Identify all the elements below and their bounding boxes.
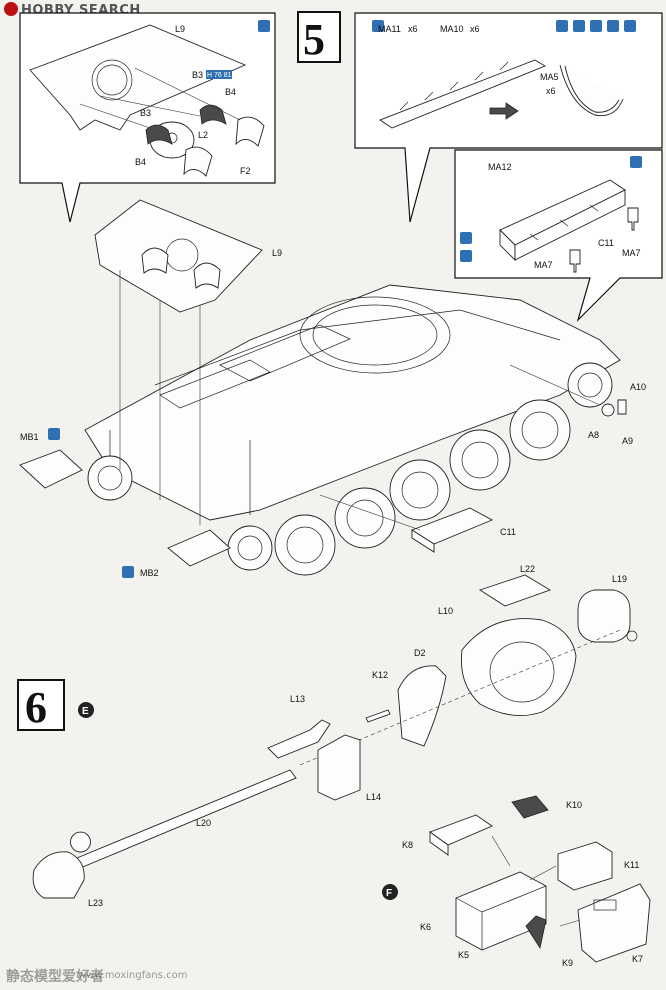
label-mb2: MB2 [140,568,159,578]
label-l23: L23 [88,898,103,908]
label-ma12: MA12 [488,162,512,172]
label-a8: A8 [588,430,599,440]
paint-code-badge [206,70,232,79]
step-6-marker: 6 E F [17,679,398,900]
label-b3: B3 [192,70,203,80]
url-watermark: www.moxingfans.com [78,970,188,981]
bend-icon [460,232,472,244]
label-k9: K9 [562,958,573,968]
callout-right-top: MA11 x6 MA10 x6 MA5 x6 [354,12,663,223]
substep-e-marker [78,702,94,718]
cn-watermark: 静态模型爱好者 [6,969,104,985]
paint-icon [556,20,568,32]
label-k11: K11 [624,860,639,870]
label-k8: K8 [402,840,413,850]
glue-icon [122,566,134,578]
label-ma11: MA11 [378,24,401,34]
label-a10: A10 [630,382,646,392]
file-icon [607,20,619,32]
label-l19: L19 [612,574,627,584]
bend-icon [573,20,585,32]
label-l20: L20 [196,818,211,828]
label-k6: K6 [420,922,431,932]
cement-icon [630,156,642,168]
step-5-marker: 5 [297,11,341,64]
step-number-6: 6 [25,683,47,732]
label-c11: C11 [598,238,614,248]
callout-left: L9 B3 H 76 81 B4 B3 L2 B4 F2 [19,12,276,223]
label-ma7: MA7 [622,248,641,258]
label-l13: L13 [290,694,305,704]
glue-icon [258,20,270,32]
substep-f-label: F [386,888,392,899]
label-d2: D2 [414,648,426,658]
label-mb1: MB1 [20,432,39,442]
label-hull-l9: L9 [272,248,282,258]
label-k7: K7 [632,954,643,964]
label-hull-c11: C11 [500,527,516,537]
glue-icon [590,20,602,32]
label-l9: L9 [175,24,185,34]
breech-assembly: K10 K8 K11 K6 K5 K9 K7 [402,795,651,968]
substep-e-label: E [82,706,89,717]
label-b4-second: B4 [135,157,146,167]
step-number-5: 5 [303,15,325,64]
label-l22: L22 [520,564,535,574]
label-l10: L10 [438,606,453,616]
label-ma5: MA5 [540,72,559,82]
label-f2: F2 [240,166,251,176]
label-paint-code: H 76 81 [207,72,232,79]
hull-assembly: L9 [19,199,646,578]
gun-assembly: L22 L19 L10 D2 K12 L13 L14 L20 [32,564,638,908]
label-l14: L14 [366,792,381,802]
label-ma7-second: MA7 [534,260,553,270]
label-qty-ma5: x6 [546,86,556,96]
label-k12: K12 [372,670,388,680]
substep-f-marker [382,884,398,900]
callout-right-mid: MA12 C11 MA7 MA7 [454,149,663,323]
label-ma10: MA10 [440,24,464,34]
road-wheels [87,362,613,576]
logo-icon [4,2,18,16]
label-b3-second: B3 [140,108,151,118]
label-qty-ma10: x6 [470,24,480,34]
glue-icon [48,428,60,440]
label-k10: K10 [566,800,582,810]
glue-icon [372,20,384,32]
cement-icon [624,20,636,32]
glue-icon [460,250,472,262]
label-qty-ma11: x6 [408,24,418,34]
label-l2: L2 [198,130,208,140]
label-k5: K5 [458,950,469,960]
label-b4: B4 [225,87,236,97]
label-a9: A9 [622,436,633,446]
